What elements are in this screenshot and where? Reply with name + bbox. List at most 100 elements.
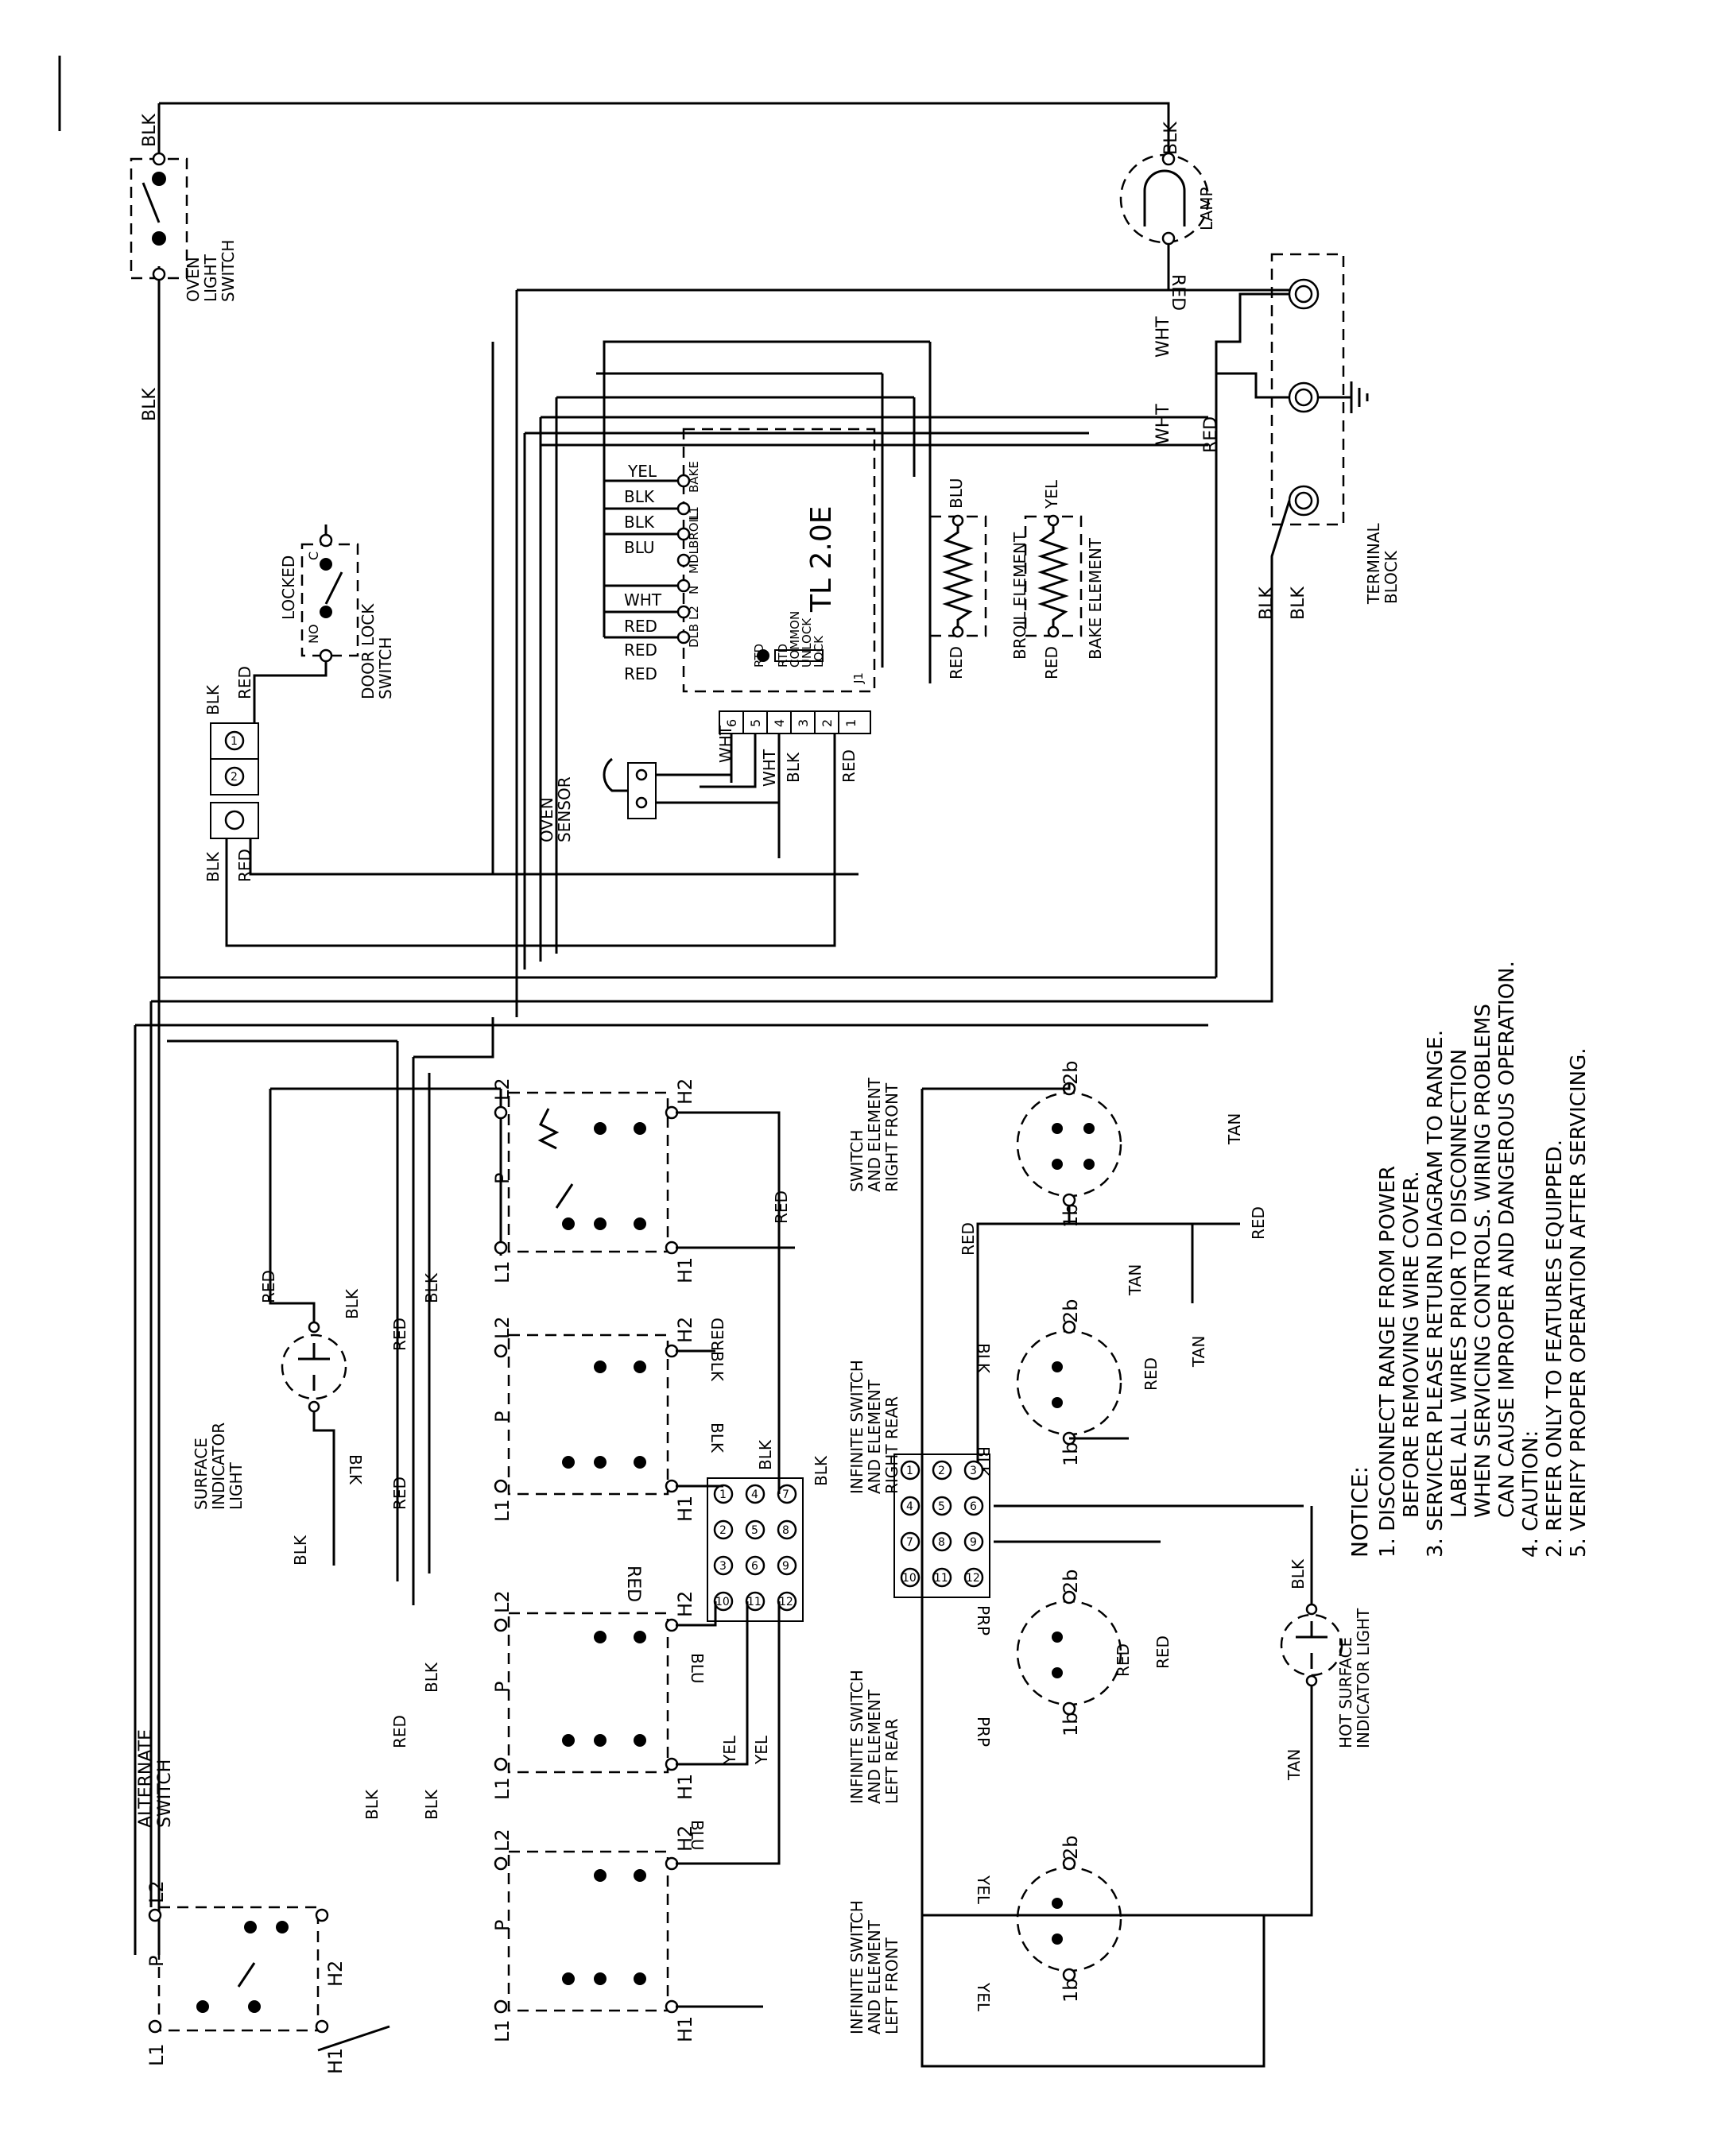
- j1-pin-numbers: 6 5 4 3 2 1: [724, 719, 858, 727]
- svg-text:BROIL: BROIL: [687, 512, 701, 548]
- svg-text:1: 1: [231, 735, 238, 748]
- sw-rr-label: INFINITE SWITCH AND ELEMENT RIGHT REAR: [847, 1360, 901, 1494]
- svg-text:5: 5: [938, 1500, 945, 1513]
- svg-text:CAN CAUSE IMPROPER AND DANGERO: CAN CAUSE IMPROPER AND DANGEROUS OPERATI…: [1495, 961, 1519, 1518]
- svg-text:2b: 2b: [1060, 1835, 1082, 1860]
- svg-text:3. SERVICER PLEASE RETURN DIAG: 3. SERVICER PLEASE RETURN DIAGRAM TO RAN…: [1424, 1030, 1448, 1558]
- svg-text:DLB: DLB: [687, 624, 701, 648]
- wire-label-blk: BLK: [624, 513, 655, 532]
- svg-text:6: 6: [970, 1500, 977, 1513]
- svg-text:9: 9: [782, 1560, 789, 1573]
- terminal-block-label: TERMINAL BLOCK: [1364, 522, 1401, 605]
- svg-text:COMMON: COMMON: [788, 611, 802, 668]
- wire-label-red: RED: [708, 1318, 727, 1351]
- wire-label-blk: BLK: [624, 487, 655, 506]
- svg-text:AND ELEMENT: AND ELEMENT: [865, 1919, 884, 2034]
- wire-label-tan: TAN: [1126, 1264, 1145, 1296]
- wire-label-yel: YEL: [752, 1735, 771, 1765]
- connector-12pin-elements: 1 2 3 4 5 6 7 8 9 10 11 12: [893, 1089, 1304, 2068]
- svg-text:OVEN: OVEN: [184, 257, 203, 302]
- svg-text:P: P: [491, 1411, 514, 1422]
- surface-indicator-light-label: SURFACE INDICATOR LIGHT: [192, 1422, 246, 1510]
- wire-label-wht: WHT: [1153, 404, 1173, 445]
- oven-control: TL 2.0E BAKE L1 BROIL MDL N L2 DLB RTD R…: [491, 340, 1208, 970]
- svg-text:2: 2: [938, 1465, 945, 1477]
- wire-label-blk: BLK: [140, 114, 160, 147]
- lamp-label: LAMP: [1197, 187, 1216, 230]
- wire-label-red: RED: [259, 1270, 278, 1303]
- svg-text:H2: H2: [674, 1591, 696, 1617]
- svg-text:SURFACE: SURFACE: [192, 1438, 211, 1510]
- wire-label-blu: BLU: [947, 478, 966, 509]
- notice-title: NOTICE:: [1347, 1466, 1373, 1558]
- wire-label-wht: WHT: [1153, 316, 1173, 358]
- svg-text:8: 8: [782, 1524, 789, 1537]
- wire-label-red: RED: [947, 646, 966, 679]
- svg-text:12: 12: [779, 1596, 793, 1608]
- wire-label-blk: BLK: [707, 1422, 727, 1453]
- wire-label-tan: TAN: [1285, 1749, 1304, 1781]
- wire-label-red: RED: [390, 1318, 409, 1351]
- svg-text:OVEN: OVEN: [537, 797, 556, 842]
- surface-indicator-light: RED BLK BLK SURFACE INDICATOR LIGHT BLK: [192, 1089, 365, 1566]
- svg-text:H2: H2: [674, 1078, 696, 1105]
- svg-text:P: P: [491, 1920, 514, 1931]
- wire-label-blu: BLU: [688, 1653, 707, 1684]
- hot-surface-indicator-light-label: HOT SURFACE INDICATOR LIGHT: [1336, 1608, 1373, 1748]
- wire-label-red: RED: [623, 1566, 643, 1602]
- svg-text:7: 7: [782, 1488, 789, 1501]
- wire-label-red: RED: [235, 666, 254, 699]
- wire-label-blk: BLK: [422, 1789, 441, 1820]
- locked-label: LOCKED: [279, 555, 298, 620]
- svg-text:3: 3: [796, 719, 811, 727]
- svg-text:INDICATOR: INDICATOR: [209, 1422, 228, 1510]
- wire-label-blk: BLK: [1289, 586, 1308, 620]
- svg-text:AND ELEMENT: AND ELEMENT: [865, 1689, 884, 1804]
- svg-text:H2: H2: [324, 1961, 347, 1987]
- svg-text:INFINITE SWITCH: INFINITE SWITCH: [847, 1360, 866, 1494]
- svg-text:MDL: MDL: [687, 548, 701, 574]
- svg-text:H1: H1: [674, 1496, 696, 1522]
- wire-label-tan: TAN: [1225, 1113, 1244, 1145]
- svg-text:SWITCH: SWITCH: [219, 240, 238, 302]
- c-label: C: [306, 552, 321, 560]
- wire-label-blk: BLK: [203, 851, 223, 882]
- wire-label-wht: WHT: [716, 725, 735, 763]
- broil-element-label: BROIL ELEMENT: [1010, 532, 1029, 660]
- svg-text:BEFORE REMOVING WIRE COVER.: BEFORE REMOVING WIRE COVER.: [1400, 1171, 1424, 1518]
- svg-text:BLOCK: BLOCK: [1382, 550, 1401, 604]
- wire-label-yel: YEL: [974, 1875, 993, 1905]
- wire-label-blu: BLU: [688, 1820, 707, 1851]
- svg-text:7: 7: [906, 1536, 913, 1549]
- wire-label-blk: BLK: [784, 752, 803, 783]
- svg-text:3: 3: [719, 1560, 727, 1573]
- svg-text:SWITCH: SWITCH: [155, 1759, 175, 1828]
- svg-text:LOCK: LOCK: [812, 635, 826, 668]
- svg-text:5: 5: [751, 1524, 758, 1537]
- element-right-rear: 2b 1b INFINITE SWITCH AND ELEMENT RIGHT …: [847, 1206, 1268, 1494]
- wire-label-blk: BLK: [1257, 586, 1277, 620]
- wire-label-red: RED: [390, 1715, 409, 1748]
- wire-label-red: RED: [1141, 1357, 1161, 1391]
- svg-text:TERMINAL: TERMINAL: [1364, 522, 1383, 605]
- svg-text:1: 1: [719, 1488, 727, 1501]
- wire-label-red: RED: [1168, 274, 1188, 311]
- svg-text:SWITCH: SWITCH: [847, 1130, 866, 1192]
- svg-text:HOT SURFACE: HOT SURFACE: [1336, 1637, 1355, 1748]
- sw-lr-label: INFINITE SWITCH AND ELEMENT LEFT REAR: [847, 1670, 901, 1804]
- wire-label-tan: TAN: [1189, 1336, 1208, 1368]
- svg-text:L2: L2: [145, 1880, 168, 1903]
- svg-text:L1: L1: [687, 506, 701, 521]
- svg-text:L1: L1: [491, 1260, 514, 1283]
- wire-label-red: RED: [772, 1190, 791, 1224]
- svg-text:LIGHT: LIGHT: [201, 254, 220, 302]
- connector-12pin-surface: 1 4 7 2 5 8 3 6 9 10 11 12 RED RED BLK B…: [362, 1111, 831, 2008]
- plug-connector: 1 2 BLK RED BLK RED: [203, 666, 858, 947]
- svg-text:ALTERNATE: ALTERNATE: [136, 1729, 156, 1828]
- wire-label-wht: WHT: [624, 590, 662, 610]
- wire-label-red: RED: [624, 664, 657, 683]
- wire-label-blu: BLU: [624, 538, 655, 557]
- svg-text:2: 2: [820, 719, 835, 727]
- svg-text:11: 11: [747, 1596, 762, 1608]
